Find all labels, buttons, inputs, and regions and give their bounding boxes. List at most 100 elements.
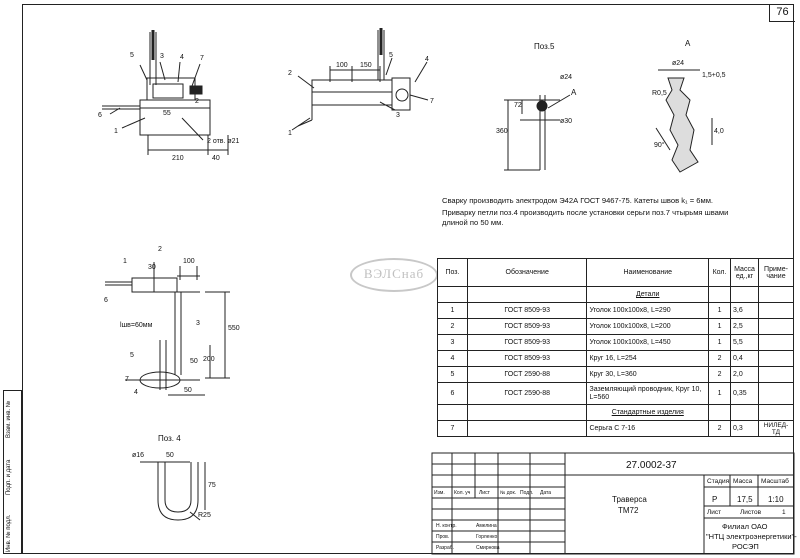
front-dim: 55 bbox=[163, 110, 171, 117]
top-callout: 1 bbox=[123, 258, 127, 265]
pos5-dim: 72 bbox=[514, 102, 522, 109]
table-row: 3 ГОСТ 8509-93 Уголок 100x100x8, L=450 1… bbox=[437, 334, 795, 351]
top-dim: 50 bbox=[190, 358, 198, 365]
col-header: Лист bbox=[479, 490, 490, 496]
sheets-value: 1 bbox=[782, 509, 786, 516]
top-dim: 200 bbox=[203, 356, 215, 363]
cell-qty: 1 bbox=[708, 318, 731, 335]
col-header: Изм. bbox=[434, 490, 445, 496]
cell-doc: ГОСТ 8509-93 bbox=[466, 334, 588, 351]
pos5-dim: ø24 bbox=[560, 74, 573, 81]
header-cell: Обозначение bbox=[466, 258, 588, 287]
pos5-view bbox=[504, 94, 571, 171]
cell-qty: 2 bbox=[708, 366, 731, 383]
person-name: Горленко bbox=[476, 534, 498, 540]
front-callout: 1 bbox=[114, 128, 118, 135]
cell-mass: 0,3 bbox=[730, 420, 759, 437]
cell-doc: ГОСТ 2590-88 bbox=[466, 366, 588, 383]
cell-qty: 2 bbox=[708, 420, 731, 437]
drawing-name-2: ТМ72 bbox=[618, 506, 639, 515]
table-row: 6 ГОСТ 2590-88 Заземляющий проводник, Кр… bbox=[437, 382, 795, 405]
sectionA-dim: 4,0 bbox=[714, 128, 724, 135]
cell-pos: 3 bbox=[437, 334, 468, 351]
side-view bbox=[291, 28, 429, 131]
cell-qty: 1 bbox=[708, 334, 731, 351]
side-callout: 2 bbox=[288, 70, 292, 77]
cell-name: Уголок 100x100x8, L=290 bbox=[586, 302, 710, 319]
strip-label: Подп. и дата bbox=[6, 459, 12, 495]
pos5-dim: 360 bbox=[496, 128, 508, 135]
watermark-logo: ВЭЛСнаб bbox=[350, 258, 438, 292]
front-callout: 2 bbox=[195, 98, 199, 105]
col-header: Подп. bbox=[520, 490, 534, 496]
page-number: 76 bbox=[769, 4, 795, 22]
cell-pos: 6 bbox=[437, 382, 468, 405]
cell-mass: 0,4 bbox=[730, 350, 759, 367]
cell-note bbox=[757, 350, 795, 367]
cell-qty: 1 bbox=[708, 382, 731, 405]
top-dim: 100 bbox=[183, 258, 195, 265]
role-label: Н. контр. bbox=[436, 523, 457, 529]
sectionA-title: А bbox=[685, 39, 691, 48]
header-cell: Приме-чание bbox=[757, 258, 795, 287]
cell-qty: 2 bbox=[708, 350, 731, 367]
note-line: Приварку петли поз.4 производить после у… bbox=[442, 208, 729, 217]
pos4-dim: ø16 bbox=[132, 452, 145, 459]
note-line: Сварку производить электродом Э42А ГОСТ … bbox=[442, 196, 714, 205]
sectionA-dim: ø24 bbox=[672, 60, 685, 67]
pos4-dim: R25 bbox=[198, 512, 211, 519]
sectionA-dim: 1,5+0,5 bbox=[702, 72, 726, 79]
title-block-lines bbox=[431, 452, 795, 555]
table-row: 7 Серьга С 7-16 2 0,3 НИЛЕД-ТД bbox=[437, 420, 795, 437]
cell-doc: ГОСТ 2590-88 bbox=[466, 382, 588, 405]
pos5-section-mark: А bbox=[571, 88, 577, 97]
approval-strip bbox=[3, 390, 22, 554]
role-label: Разраб. bbox=[436, 545, 455, 551]
cell-note bbox=[757, 318, 795, 335]
header-cell: Наименование bbox=[586, 258, 710, 287]
pos4-dim: 75 bbox=[208, 482, 216, 489]
col-header: Дата bbox=[540, 490, 552, 496]
side-callout: 4 bbox=[425, 56, 429, 63]
pos4-dim: 50 bbox=[166, 452, 174, 459]
drawing-code: 27.0002-37 bbox=[626, 460, 677, 471]
stage-header: Стадия bbox=[707, 478, 730, 485]
cell-name: Серьга С 7-16 bbox=[586, 420, 710, 437]
pos5-title: Поз.5 bbox=[534, 42, 555, 51]
cell-mass: 0,35 bbox=[730, 382, 759, 405]
pos5-dim: ø30 bbox=[560, 118, 573, 125]
cell-qty: 1 bbox=[708, 302, 731, 319]
cell-mass: 2,5 bbox=[730, 318, 759, 335]
person-name: Смирнова bbox=[476, 545, 500, 551]
mass-header: Масса bbox=[733, 478, 753, 485]
side-callout: 7 bbox=[430, 98, 434, 105]
cell-note bbox=[757, 302, 795, 319]
cell-doc: ГОСТ 8509-93 bbox=[466, 318, 588, 335]
col-header: № док. bbox=[500, 490, 517, 496]
cell-name: Уголок 100x100x8, L=200 bbox=[586, 318, 710, 335]
cell-pos: 7 bbox=[437, 420, 468, 437]
cell-mass: 5,5 bbox=[730, 334, 759, 351]
sectionA-view bbox=[655, 69, 713, 173]
top-callout: 2 bbox=[158, 246, 162, 253]
org-line: "НТЦ электроэнергетики"- bbox=[706, 532, 797, 541]
side-callout: 1 bbox=[288, 130, 292, 137]
strip-label: Взам. инв. № bbox=[6, 400, 12, 438]
col-header: Кол. уч bbox=[454, 490, 471, 496]
org-line: РОСЭП bbox=[732, 542, 759, 551]
header-cell: Кол. bbox=[708, 258, 731, 287]
table-row: Стандартные изделия bbox=[437, 404, 795, 421]
person-name: Амелина bbox=[476, 523, 497, 529]
stage-value: Р bbox=[712, 495, 718, 504]
table-row: 2 ГОСТ 8509-93 Уголок 100x100x8, L=200 1… bbox=[437, 318, 795, 335]
specification-table: Поз. Обозначение Наименование Кол. Масса… bbox=[437, 258, 795, 437]
top-callout: 4 bbox=[134, 389, 138, 396]
sectionA-dim: 90° bbox=[654, 142, 665, 149]
cell-note bbox=[757, 382, 795, 405]
side-dim: 100 bbox=[336, 62, 348, 69]
section-details: Детали bbox=[586, 286, 710, 303]
scale-value: 1:10 bbox=[768, 495, 784, 504]
front-callout: 4 bbox=[180, 54, 184, 61]
cell-pos: 1 bbox=[437, 302, 468, 319]
